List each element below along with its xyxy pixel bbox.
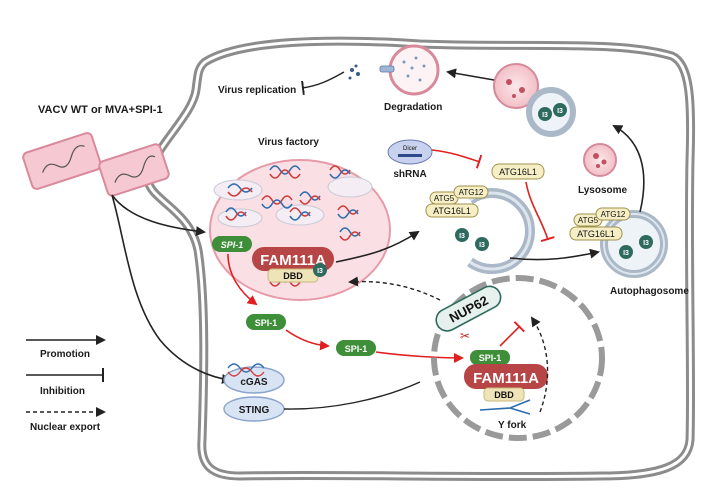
virus-factory-label: Virus factory (258, 137, 319, 148)
y-fork-dna (479, 399, 531, 415)
proteins-dbd: DBD (494, 390, 514, 400)
virus-particle-2 (98, 143, 170, 197)
legend-inhibition: Inhibition (40, 386, 85, 397)
arrow-autophagosome-fusion (612, 125, 645, 213)
dicer-icon (387, 139, 433, 165)
proteins-spi1: SPI-1 (479, 353, 502, 363)
proteins-fam111a: FAM111A (260, 252, 326, 269)
spi1-nucleus (470, 350, 510, 365)
proteins-atg12: ATG12 (459, 188, 484, 197)
labels-atg16l1-single: ATG16L1 (499, 167, 537, 177)
legend: Promotion Inhibition Nuclear export (26, 335, 106, 433)
sting-to-nucleus (283, 381, 421, 410)
proteins-i3: I3 (317, 268, 323, 275)
arrow-entry-cgas (111, 194, 232, 384)
nup62-complex: NUP62 (435, 285, 502, 332)
proteins-i3: I3 (557, 108, 563, 115)
arrow-spi1-nucleus (375, 351, 464, 363)
scissors-icon: ✂ (460, 329, 470, 343)
legend-nuclear-export: Nuclear export (30, 422, 101, 433)
legend-promotion: Promotion (40, 349, 90, 360)
viral-dna-strands (213, 165, 373, 287)
i3-factory (313, 263, 327, 277)
y-fork-label: Y fork (498, 420, 527, 431)
arrow-to-degradation (446, 68, 495, 81)
arrow-spi1-out (227, 253, 258, 306)
shrna-label: shRNA (393, 169, 426, 180)
inhibit-nup62 (499, 321, 525, 347)
proteins-spi1: SPI-1 (345, 344, 368, 354)
proteins-atg12: ATG12 (601, 210, 626, 219)
arrow-phagophore-autophagosome (509, 248, 600, 261)
degradation-vesicle (388, 44, 440, 96)
proteins-atg5: ATG5 (434, 194, 455, 203)
proteins-i3: I3 (623, 250, 629, 257)
spi1-factory (212, 236, 252, 252)
inhibit-atg16l1 (525, 181, 555, 243)
proteins-i3: I3 (643, 240, 649, 247)
proteins-atg16l1: ATG16L1 (433, 206, 471, 216)
proteins-i3: I3 (542, 112, 548, 119)
autophagosome-label: Autophagosome (610, 286, 689, 297)
proteins-i3: I3 (459, 233, 465, 240)
arrow-factory-phagophore (335, 230, 420, 263)
nucleus (431, 275, 605, 441)
labels-sting: STING (239, 405, 270, 416)
autolysosome-lyso (493, 63, 539, 109)
proteins-spi1: SPI-1 (255, 318, 278, 328)
spi1-cytoplasm-1 (246, 314, 286, 330)
arrow-entry-factory (111, 194, 206, 237)
fam111a-nucleus (464, 364, 548, 389)
arrow-spi1-2 (285, 329, 330, 351)
spi1-cytoplasm-2 (336, 340, 376, 356)
dbd-nucleus (483, 387, 525, 402)
proteins-atg5: ATG5 (578, 216, 599, 225)
proteins-fam111a: FAM111A (473, 370, 539, 387)
virus-replication-label: Virus replication (218, 85, 296, 96)
proteins-dbd: DBD (283, 271, 303, 281)
export-nucleus-nup62 (530, 316, 549, 413)
virus-particle-1 (22, 132, 102, 190)
export-nup62-factory (348, 276, 441, 301)
proteins-atg16l1: ATG16L1 (577, 229, 615, 239)
lysosome-label: Lysosome (578, 185, 628, 196)
inhibit-replication (301, 71, 345, 95)
proteins-i3: I3 (479, 242, 485, 249)
atg16l1-single (491, 163, 545, 180)
labels-cgas: cGAS (240, 377, 268, 388)
degradation-label: Degradation (384, 102, 442, 113)
fam111a-factory (252, 247, 334, 271)
released-particles (348, 64, 360, 80)
lysosome (583, 143, 617, 177)
labels-dicer: Dicer (403, 146, 417, 152)
proteins-spi1: SPI-1 (221, 240, 244, 250)
virus-entry-label: VACV WT or MVA+SPI-1 (38, 104, 163, 116)
inhibit-shrna (431, 149, 483, 169)
